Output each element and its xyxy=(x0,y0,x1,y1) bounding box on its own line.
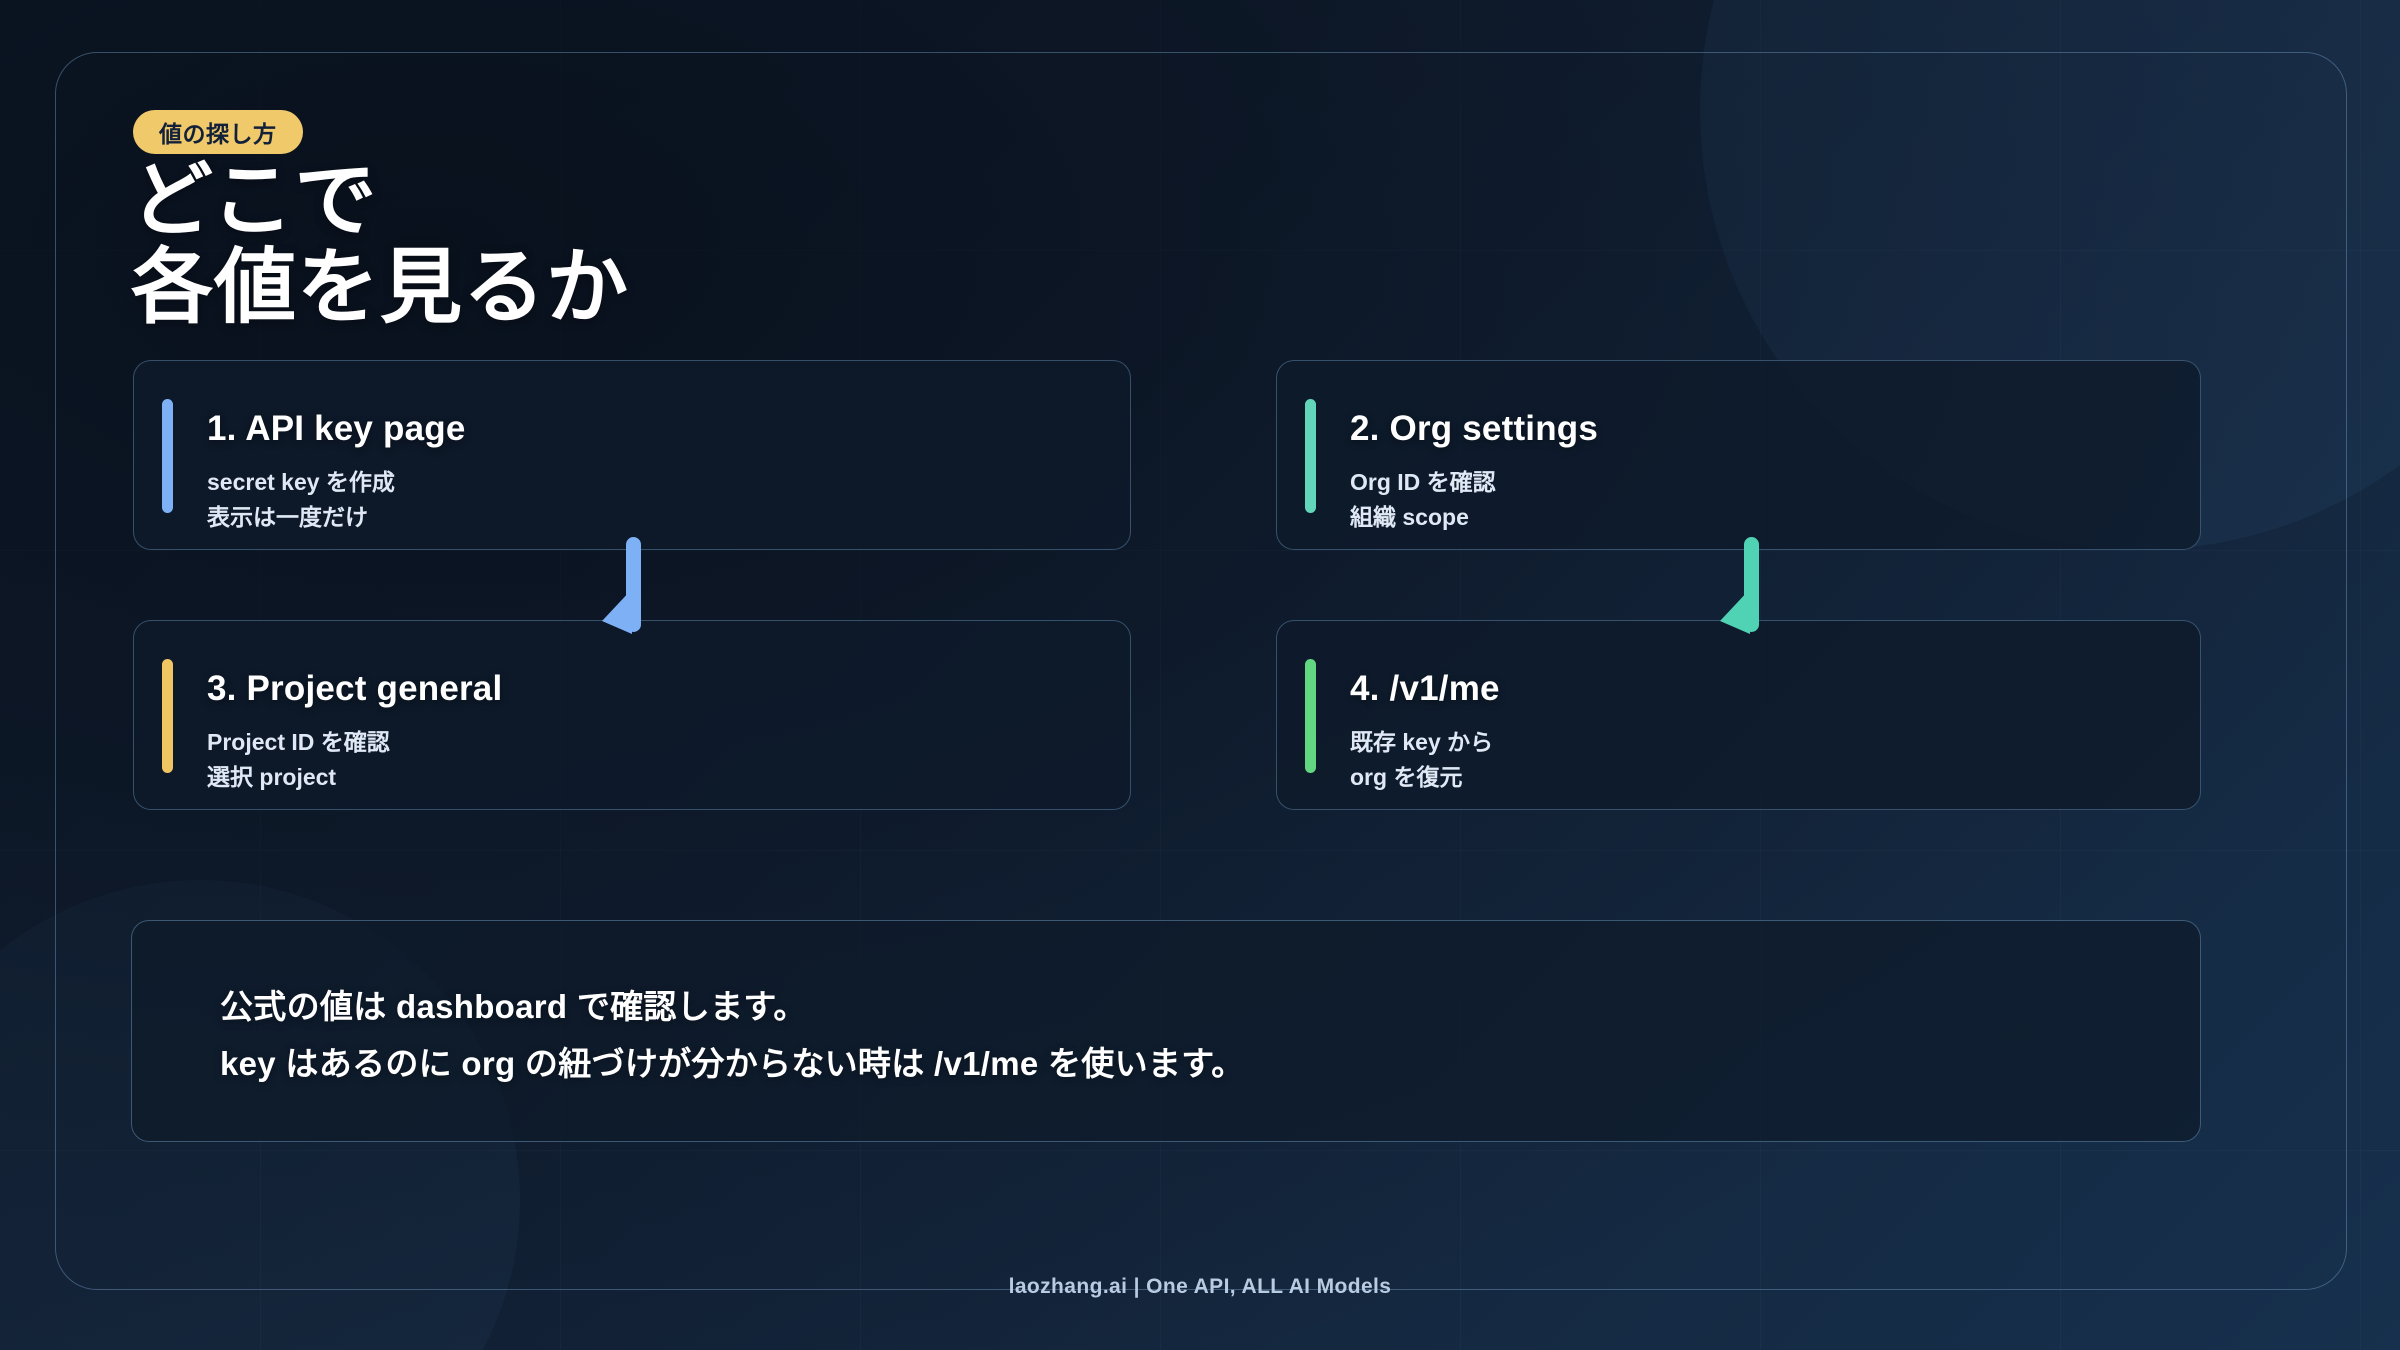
step-card-4[interactable]: 4. /v1/me 既存 key から org を復元 xyxy=(1276,620,2201,810)
flow-arrow-icon-left xyxy=(600,537,660,642)
step-card-1-description: secret key を作成 表示は一度だけ xyxy=(207,469,395,530)
accent-bar-3 xyxy=(162,659,173,773)
page-title: どこで 各値を見るか xyxy=(131,155,630,333)
step-card-2-description: Org ID を確認 組織 scope xyxy=(1350,469,1496,530)
step-card-3-description: Project ID を確認 選択 project xyxy=(207,729,390,790)
accent-bar-1 xyxy=(162,399,173,513)
accent-bar-2 xyxy=(1305,399,1316,513)
step-card-2-title: 2. Org settings xyxy=(1350,409,1599,448)
step-card-2[interactable]: 2. Org settings Org ID を確認 組織 scope xyxy=(1276,360,2201,550)
step-card-1[interactable]: 1. API key page secret key を作成 表示は一度だけ xyxy=(133,360,1131,550)
footer-branding: laozhang.ai | One API, ALL AI Models xyxy=(1008,1275,1392,1298)
step-card-3-title: 3. Project general xyxy=(207,669,503,708)
step-card-4-description: 既存 key から org を復元 xyxy=(1350,729,1494,790)
summary-note-text: 公式の値は dashboard で確認します。 key はあるのに org の紐… xyxy=(220,988,1245,1082)
flow-arrow-icon-right xyxy=(1718,537,1778,642)
accent-bar-4 xyxy=(1305,659,1316,773)
slide-frame xyxy=(55,52,2347,1290)
step-card-4-title: 4. /v1/me xyxy=(1350,669,1500,708)
summary-note-panel: 公式の値は dashboard で確認します。 key はあるのに org の紐… xyxy=(131,920,2201,1142)
section-badge: 値の探し方 xyxy=(133,110,303,154)
step-card-3[interactable]: 3. Project general Project ID を確認 選択 pro… xyxy=(133,620,1131,810)
step-card-1-title: 1. API key page xyxy=(207,409,466,448)
